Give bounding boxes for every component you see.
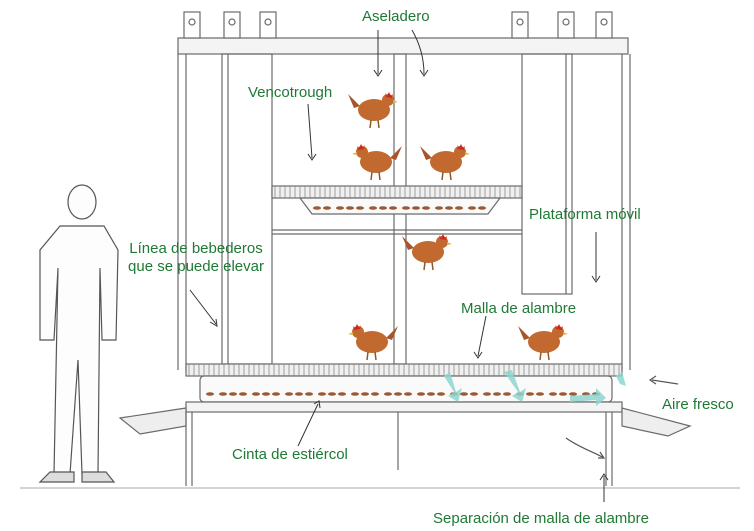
hen-icon bbox=[348, 324, 398, 360]
hen-icon bbox=[419, 143, 471, 181]
airflow-icon bbox=[444, 370, 626, 406]
hens bbox=[347, 91, 569, 361]
label-perch: Aseladero bbox=[362, 8, 430, 25]
person-icon bbox=[38, 184, 119, 483]
label-manure-belt: Cinta de estiércol bbox=[232, 446, 348, 463]
label-mesh-separation: Separación de malla de alambre bbox=[433, 510, 649, 527]
label-wire-mesh: Malla de alambre bbox=[461, 300, 577, 317]
hen-icon bbox=[517, 323, 569, 361]
hen-icon bbox=[401, 233, 453, 271]
hen-icon bbox=[347, 91, 399, 129]
label-platform: Plataforma móvil bbox=[529, 206, 641, 223]
label-fresh-air: Aire fresco bbox=[662, 396, 734, 413]
manure bbox=[206, 206, 600, 396]
label-drinker-line-1: Línea de bebederos bbox=[129, 240, 263, 257]
leader-arrows bbox=[189, 29, 609, 502]
arrow-icon bbox=[565, 375, 679, 459]
label-drinker-line-2: que se puede elevar bbox=[128, 258, 264, 275]
slats bbox=[188, 186, 620, 376]
label-drinker-line: Línea de bebederos que se puede elevar bbox=[112, 240, 280, 276]
label-vencotrough: Vencotrough bbox=[248, 84, 333, 101]
